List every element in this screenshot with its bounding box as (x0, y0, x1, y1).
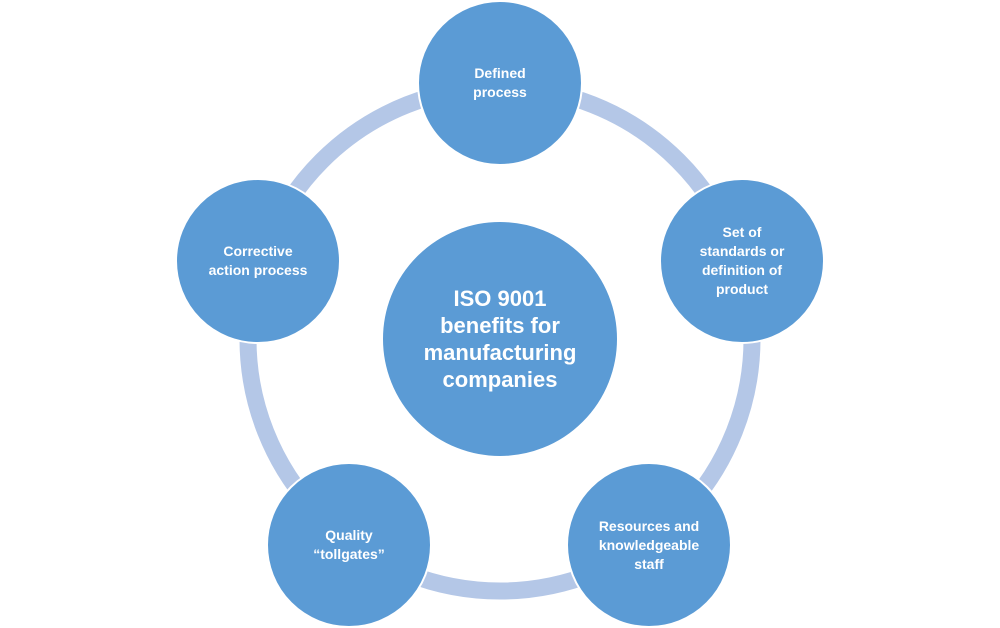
node-standards-definition: Set of standards or definition of produc… (659, 178, 825, 344)
node-label: Corrective action process (208, 243, 308, 278)
node-label: Quality “tollgates” (313, 527, 385, 562)
node-corrective-action: Corrective action process (175, 178, 341, 344)
node-label: Defined process (473, 65, 527, 100)
node-defined-process: Defined process (417, 0, 583, 166)
node-quality-tollgates: Quality “tollgates” (266, 462, 432, 628)
center-circle: ISO 9001 benefits for manufacturing comp… (381, 220, 619, 458)
node-label: Set of standards or definition of produc… (699, 224, 785, 297)
node-label: Resources and knowledgeable staff (598, 517, 700, 572)
node-resources-staff: Resources and knowledgeable staff (566, 462, 732, 628)
center-label: ISO 9001 benefits for manufacturing comp… (423, 286, 577, 392)
